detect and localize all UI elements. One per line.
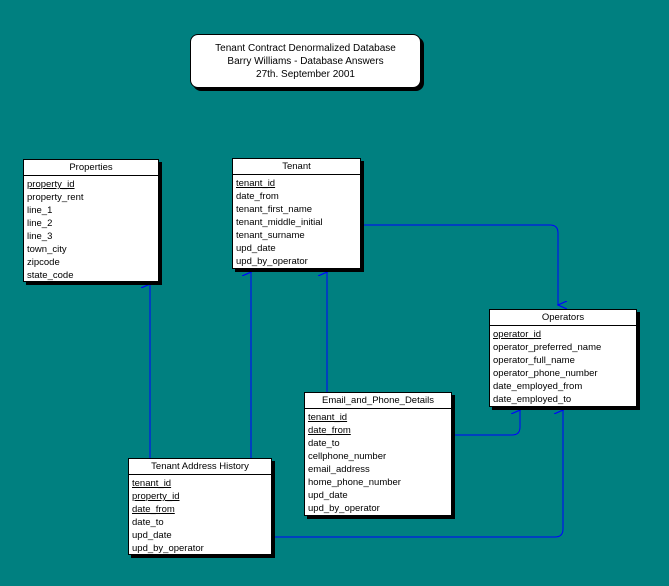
entity-attribute: line_3 — [27, 231, 53, 242]
entity-attribute: property_rent — [27, 192, 84, 203]
entity-attribute: tenant_middle_initial — [236, 217, 323, 228]
entity-attribute: upd_date — [236, 243, 276, 254]
entity-header: Tenant — [233, 159, 360, 175]
entity-header: Properties — [24, 160, 158, 176]
entity-attribute: line_1 — [27, 205, 53, 216]
entity-attribute: upd_date — [132, 530, 172, 541]
entity-attribute: home_phone_number — [308, 477, 401, 488]
entity-attribute: cellphone_number — [308, 451, 387, 462]
entity-attribute: date_employed_from — [493, 381, 583, 392]
entity-attribute: zipcode — [27, 257, 60, 268]
entity-attribute: date_to — [132, 517, 164, 528]
entity-attribute: upd_date — [308, 490, 348, 501]
entity-attribute: operator_full_name — [493, 355, 575, 366]
entity-attribute: tenant_first_name — [236, 204, 313, 215]
primary-key-attribute: property_id — [27, 179, 75, 190]
diagram-title: Tenant Contract Denormalized Database — [215, 42, 396, 54]
entity-attribute: state_code — [27, 270, 74, 281]
diagram-title-box: Tenant Contract Denormalized Database Ba… — [190, 34, 421, 88]
diagram-author: Barry Williams - Database Answers — [227, 55, 384, 67]
entity-attribute: line_2 — [27, 218, 53, 229]
entity-attribute: upd_by_operator — [308, 503, 380, 514]
entity-tenant-address-history[interactable]: Tenant Address History tenant_id property… — [128, 458, 272, 555]
entity-operators[interactable]: Operators operator_id operator_preferred_… — [489, 309, 637, 407]
entity-header: Email_and_Phone_Details — [305, 393, 451, 409]
entity-attribute: email_address — [308, 464, 370, 475]
entity-attribute: operator_phone_number — [493, 368, 598, 379]
entity-attribute: town_city — [27, 244, 67, 255]
entity-header: Tenant Address History — [129, 459, 271, 475]
entity-attribute-list: tenant_id property_id date_from date_to upd_… — [129, 475, 271, 557]
entity-attribute-list: tenant_id date_from date_to cellphone_numbe… — [305, 409, 451, 517]
primary-key-attribute: property_id — [132, 491, 180, 502]
entity-attribute: date_employed_to — [493, 394, 572, 405]
entity-properties[interactable]: Properties property_id property_rent line_… — [23, 159, 159, 282]
primary-key-attribute: tenant_id — [236, 178, 276, 189]
entity-header: Operators — [490, 310, 636, 326]
entity-attribute: tenant_surname — [236, 230, 305, 241]
primary-key-attribute: operator_id — [493, 329, 542, 340]
connector-email-phone-to-operators — [451, 410, 520, 436]
primary-key-attribute: tenant_id — [308, 412, 348, 423]
primary-key-attribute: tenant_id — [132, 478, 172, 489]
entity-attribute: upd_by_operator — [132, 543, 204, 554]
entity-tenant[interactable]: Tenant tenant_id date_from tenant_first_na… — [232, 158, 361, 269]
entity-attribute: date_to — [308, 438, 340, 449]
entity-email-and-phone-details[interactable]: Email_and_Phone_Details tenant_id date_fr… — [304, 392, 452, 516]
diagram-date: 27th. September 2001 — [256, 68, 355, 80]
entity-attribute: operator_preferred_name — [493, 342, 602, 353]
entity-attribute: upd_by_operator — [236, 256, 308, 267]
primary-key-attribute: date_from — [132, 504, 175, 515]
connector-tenant-to-operators — [360, 224, 558, 305]
connector-tah-to-operators — [272, 410, 563, 538]
primary-key-attribute: date_from — [308, 425, 351, 436]
entity-attribute: date_from — [236, 191, 279, 202]
